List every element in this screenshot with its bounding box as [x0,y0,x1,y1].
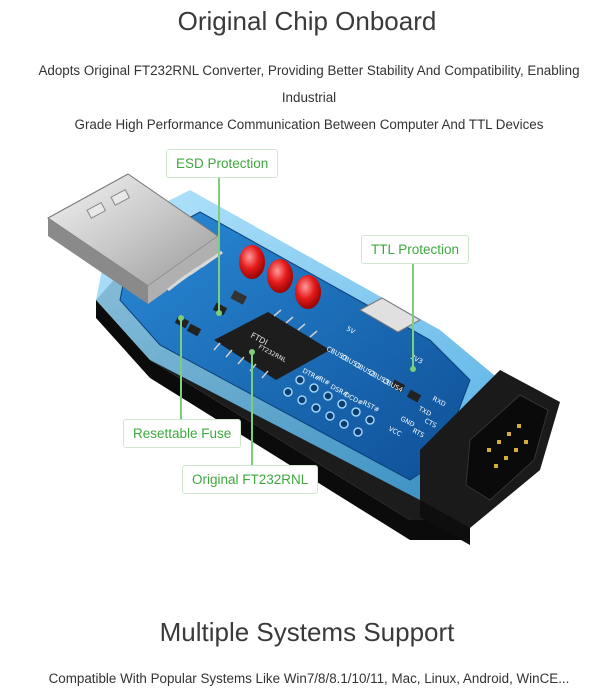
leds [239,245,321,309]
fuse-leader-line [180,318,182,419]
usb-pins [167,250,223,292]
callout-esd-protection: ESD Protection [166,149,279,178]
callout-original-ft232rnl: Original FT232RNL [182,465,319,494]
section-title-systems: Multiple Systems Support [159,617,455,647]
esd-leader-line [218,178,220,312]
description-line-2: Grade High Performance Communication Bet… [74,117,544,132]
section-description-systems: Compatible With Popular Systems Like Win… [48,671,570,686]
smd-components [174,290,422,403]
callout-resettable-fuse: Resettable Fuse [123,419,242,448]
voltage-switch [358,297,422,333]
pin-header-holes [283,375,375,437]
callout-dots [178,310,416,372]
chip-leader-line [251,352,253,466]
ft232rnl-chip: FTDI FT232RNL [213,309,330,380]
idc-connector [420,370,560,545]
callout-ttl-protection: TTL Protection [361,235,470,264]
section-description-chip: Adopts Original FT232RNL Converter, Prov… [14,57,604,138]
silkscreen-labels: DTR# RI# DSR# DCD# CBUS0 CBUS1 CBUS2 CBU… [301,325,447,440]
ttl-leader-line [412,264,414,368]
description-line-1: Adopts Original FT232RNL Converter, Prov… [38,63,580,105]
svg-text:5V: 5V [345,325,357,336]
section-title-chip: Original Chip Onboard [177,6,437,36]
